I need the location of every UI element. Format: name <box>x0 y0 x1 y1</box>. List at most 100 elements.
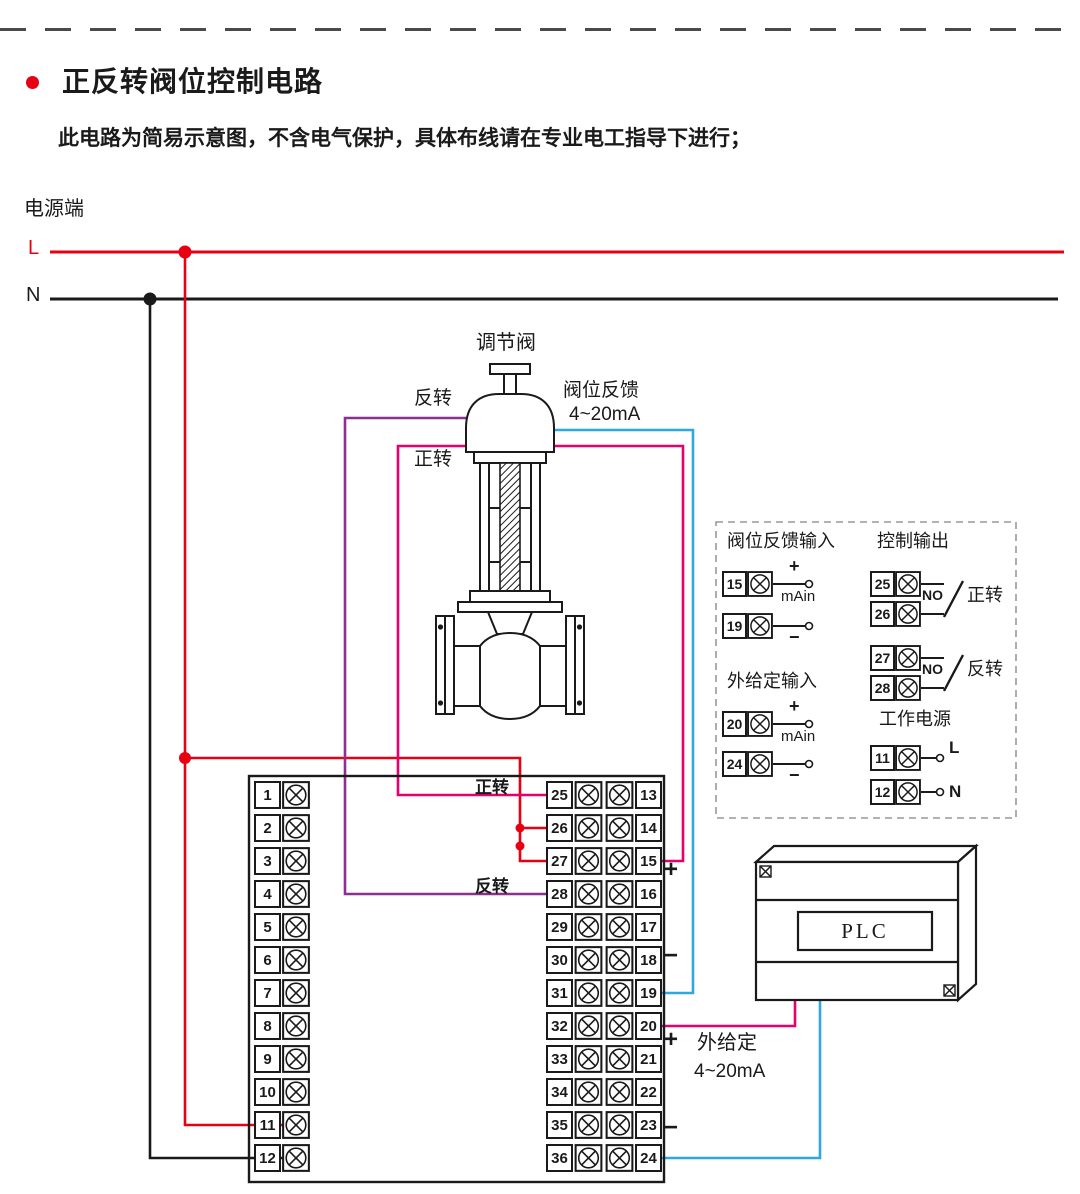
terminal-number: 36 <box>546 1144 573 1172</box>
info-box-border <box>715 521 1017 819</box>
info-power-title: 工作电源 <box>879 709 951 729</box>
terminal-screw-icon <box>282 946 310 974</box>
terminal-screw-icon <box>282 1111 310 1139</box>
plc-corner-screws <box>759 865 956 997</box>
info-feedback-unit: mAin <box>781 588 816 605</box>
power-side-label: 电源端 <box>24 198 84 220</box>
terminal-number: 14 <box>635 814 662 842</box>
external-setpoint-label: 外给定 <box>697 1032 757 1054</box>
base-plate <box>469 590 551 603</box>
terminal-number: 1 <box>254 781 281 809</box>
terminal-number: 11 <box>870 745 895 771</box>
wire-reverse <box>343 416 548 896</box>
terminal-screw-icon <box>574 1045 603 1073</box>
right-flange-inner <box>565 615 576 715</box>
block-setpoint-plus: + <box>664 1026 679 1053</box>
terminal-number: 8 <box>254 1012 281 1040</box>
wire-l-to-terminal-11 <box>183 252 298 1127</box>
right-flange-outer <box>574 615 585 715</box>
terminal-screw-icon <box>282 814 310 842</box>
terminal-screw-icon <box>895 601 921 627</box>
block-forward-label: 正转 <box>475 778 509 797</box>
terminal-number: 30 <box>546 946 573 974</box>
terminal-screw-icon <box>895 571 921 597</box>
terminal-screw-icon <box>605 1012 634 1040</box>
terminal-number: 20 <box>635 1012 662 1040</box>
terminal-number: 22 <box>635 1078 662 1106</box>
bullet-icon <box>26 76 39 89</box>
info-no-reverse: NO <box>922 661 943 677</box>
terminal-screw-icon <box>605 781 634 809</box>
terminal-screw-icon <box>605 1144 634 1172</box>
valve-stem-cap <box>489 363 531 375</box>
line-l-label: L <box>28 237 40 259</box>
terminal-number: 20 <box>722 711 747 737</box>
yoke-right <box>530 462 541 592</box>
terminal-number: 2 <box>254 814 281 842</box>
no-contact-blade-reverse <box>942 654 965 692</box>
terminal-number: 19 <box>722 613 747 639</box>
wire-feedback-minus <box>548 428 695 995</box>
valve-forward-label: 正转 <box>414 449 453 470</box>
terminal-screw-icon <box>574 1012 603 1040</box>
plc-right-face <box>956 843 978 1003</box>
bonnet <box>486 611 534 635</box>
terminal-screw-icon <box>282 1045 310 1073</box>
feedback-range-label: 4~20mA <box>569 404 641 425</box>
terminal-number: 32 <box>546 1012 573 1040</box>
terminal-screw-icon <box>574 946 603 974</box>
info-external-minus: − <box>789 765 800 785</box>
terminal-number: 31 <box>546 979 573 1007</box>
terminal-screw-icon <box>574 847 603 875</box>
terminal-number: 28 <box>870 675 895 701</box>
terminal-screw-icon <box>282 913 310 941</box>
terminal-screw-icon <box>574 1111 603 1139</box>
no-contact-blade-forward <box>942 580 965 618</box>
terminal-number: 29 <box>546 913 573 941</box>
terminal-screw-icon <box>282 1012 310 1040</box>
actuator-dome <box>465 393 555 453</box>
valve-title: 调节阀 <box>476 332 536 354</box>
info-external-plus: + <box>789 696 800 716</box>
info-feedback-minus: − <box>789 627 800 647</box>
wire-setpoint-minus <box>661 988 822 1160</box>
terminal-screw-icon <box>895 745 921 771</box>
junction-dot <box>143 292 157 306</box>
terminal-screw-icon <box>574 913 603 941</box>
terminal-number: 35 <box>546 1111 573 1139</box>
left-flange-outer <box>435 615 446 715</box>
block-setpoint-minus: − <box>664 1114 679 1141</box>
terminal-screw-icon <box>895 779 921 805</box>
terminal-screw-icon <box>605 1111 634 1139</box>
base-plate-wide <box>457 601 563 613</box>
terminal-screw-icon <box>605 913 634 941</box>
terminal-screw-icon <box>605 1045 634 1073</box>
block-reverse-label: 反转 <box>475 877 509 896</box>
terminal-number: 15 <box>635 847 662 875</box>
junction-dot <box>178 245 192 259</box>
info-feedback-plus: + <box>789 556 800 576</box>
terminal-number: 6 <box>254 946 281 974</box>
terminal-info-box <box>715 521 1017 819</box>
page-note: 此电路为简易示意图，不含电气保护，具体布线请在专业电工指导下进行； <box>58 127 751 150</box>
terminal-number: 7 <box>254 979 281 1007</box>
terminal-screw-icon <box>282 880 310 908</box>
terminal-screw-icon <box>605 946 634 974</box>
info-control-title: 控制输出 <box>877 531 949 551</box>
terminal-number: 5 <box>254 913 281 941</box>
terminal-number: 25 <box>546 781 573 809</box>
info-power-l: L <box>949 738 960 757</box>
terminal-screw-icon <box>282 1078 310 1106</box>
valve-reverse-label: 反转 <box>414 388 453 409</box>
plc-label: PLC <box>841 918 889 943</box>
terminal-number: 34 <box>546 1078 573 1106</box>
terminal-screw-icon <box>574 814 603 842</box>
terminal-screw-icon <box>605 847 634 875</box>
info-feedback-title: 阀位反馈输入 <box>727 531 835 551</box>
terminal-screw-icon <box>574 1078 603 1106</box>
control-valve-drawing <box>435 363 585 721</box>
terminal-screw-icon <box>282 979 310 1007</box>
terminal-screw-icon <box>747 613 773 639</box>
